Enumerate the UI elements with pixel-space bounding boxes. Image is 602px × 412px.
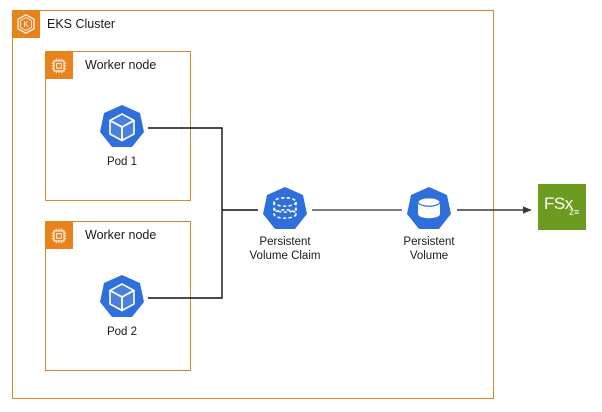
eks-kubernetes-icon: K <box>12 10 40 38</box>
fsx-logo-text: FSx <box>544 194 573 213</box>
worker-node-cpu-icon <box>45 51 73 79</box>
persistent-volume-label: Persistent Volume <box>403 236 455 262</box>
fsx-sublabel-char: z <box>569 207 574 218</box>
persistent-volume-claim-label: Persistent Volume Claim <box>249 236 321 262</box>
svg-text:K: K <box>23 20 29 29</box>
worker-node-1-label: Worker node <box>85 58 157 72</box>
aws-fsx-icon: FSx z≡ <box>538 184 586 230</box>
worker-node-cpu-icon <box>45 221 73 249</box>
fsx-lustre-bars: ≡ <box>574 207 579 217</box>
kubernetes-pod-icon <box>96 103 148 153</box>
worker-node-1-group <box>45 51 191 201</box>
kubernetes-pvc-icon <box>259 185 311 235</box>
worker-node-2-label: Worker node <box>85 228 157 242</box>
kubernetes-pv-icon <box>403 185 455 235</box>
pod-1-label: Pod 1 <box>106 156 138 168</box>
pod-2-label: Pod 2 <box>106 326 138 338</box>
eks-cluster-label: EKS Cluster <box>47 17 116 31</box>
eks-cluster-group <box>12 10 494 399</box>
fsx-logo-sublabel: z≡ <box>569 207 579 218</box>
kubernetes-pod-icon <box>96 273 148 323</box>
